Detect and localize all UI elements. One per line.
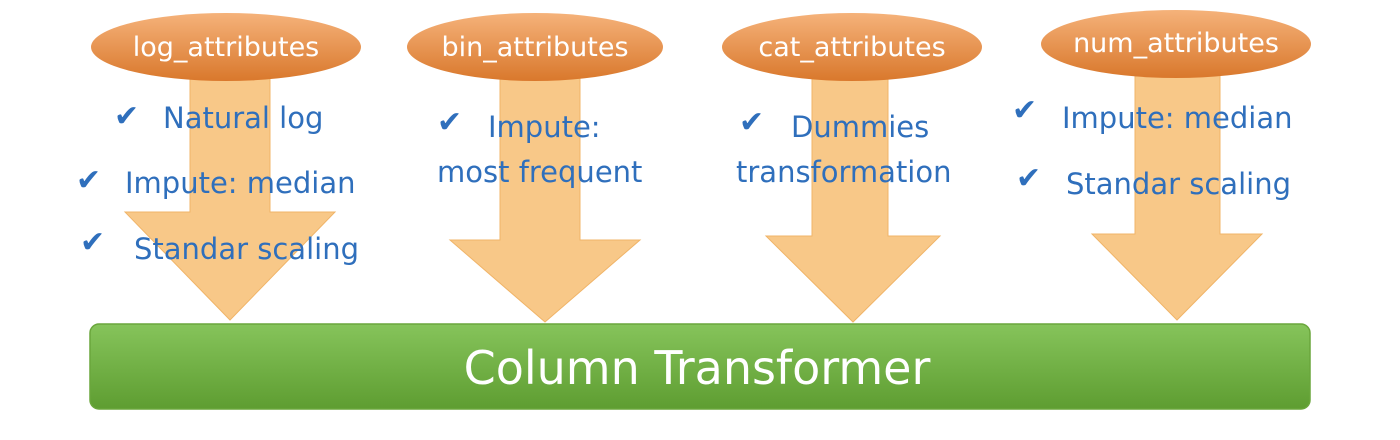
step-text: Impute: median	[1062, 101, 1293, 135]
pill-cat-attributes: cat_attributes	[722, 13, 982, 81]
step-text: most frequent	[437, 155, 642, 189]
check-icon: ✔	[114, 99, 139, 134]
check-icon: ✔	[1016, 161, 1041, 196]
pill-log-attributes: log_attributes	[91, 13, 361, 81]
pills-layer: log_attributes bin_attributes cat_attrib…	[91, 10, 1311, 81]
pill-label: log_attributes	[133, 32, 320, 63]
step-text: Dummies	[791, 110, 929, 144]
step-text: Impute:	[488, 110, 601, 144]
check-icon: ✔	[1012, 93, 1037, 128]
step-text: transformation	[736, 155, 952, 189]
arrow-num-attributes	[1090, 44, 1264, 321]
arrows-layer	[123, 44, 1264, 323]
pill-label: bin_attributes	[441, 32, 628, 63]
check-icon: ✔	[739, 105, 764, 140]
pill-num-attributes: num_attributes	[1041, 10, 1311, 78]
pill-label: num_attributes	[1073, 28, 1279, 59]
step-text: Impute: median	[125, 166, 356, 200]
step-text: Standar scaling	[134, 232, 359, 266]
column-transformer-label: Column Transformer	[464, 341, 931, 395]
step-text: Standar scaling	[1066, 167, 1291, 201]
pill-bin-attributes: bin_attributes	[407, 13, 663, 81]
steps-layer: ✔ Natural log ✔ Impute: median ✔ Standar…	[76, 93, 1293, 266]
step-text: Natural log	[163, 101, 323, 135]
column-transformer-bar: Column Transformer	[89, 323, 1311, 410]
pill-label: cat_attributes	[758, 32, 945, 63]
check-icon: ✔	[76, 163, 101, 198]
check-icon: ✔	[80, 225, 105, 260]
check-icon: ✔	[437, 105, 462, 140]
